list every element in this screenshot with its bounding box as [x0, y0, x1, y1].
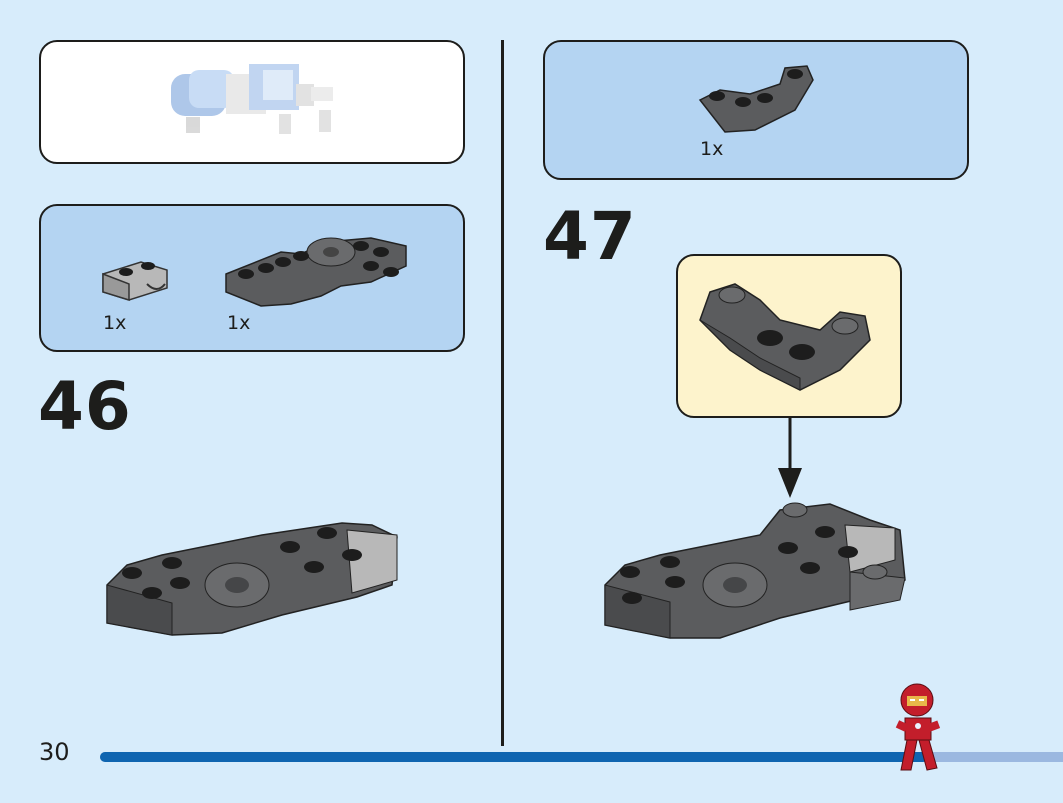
step-number-46: 46: [38, 368, 132, 445]
parts-list-panel-step47: 1x: [543, 40, 969, 180]
arrow-down-icon: [778, 418, 802, 498]
progress-bar-fill: [100, 752, 929, 762]
page-number: 30: [39, 738, 70, 766]
new-part-callout: [676, 254, 902, 418]
part-quantity: 1x: [700, 138, 724, 160]
progress-bar: [100, 752, 1063, 762]
iron-man-minifigure-icon: [895, 683, 941, 771]
inverted-slope-icon: [698, 65, 814, 133]
inverted-slope-callout-icon: [699, 283, 871, 391]
step-number-47: 47: [543, 198, 637, 275]
previous-assembly-icon: [171, 64, 333, 134]
previous-assembly-panel: [39, 40, 465, 164]
step46-assembly-icon: [106, 522, 398, 636]
part-quantity: 1x: [227, 312, 251, 334]
parts-list-panel-step46: 1x 1x: [39, 204, 465, 352]
step47-assembly-icon: [604, 502, 906, 639]
column-divider: [501, 40, 504, 746]
plate-1x2-with-clip-icon: [102, 261, 168, 302]
plate-wing-icon: [225, 237, 407, 307]
part-quantity: 1x: [103, 312, 127, 334]
